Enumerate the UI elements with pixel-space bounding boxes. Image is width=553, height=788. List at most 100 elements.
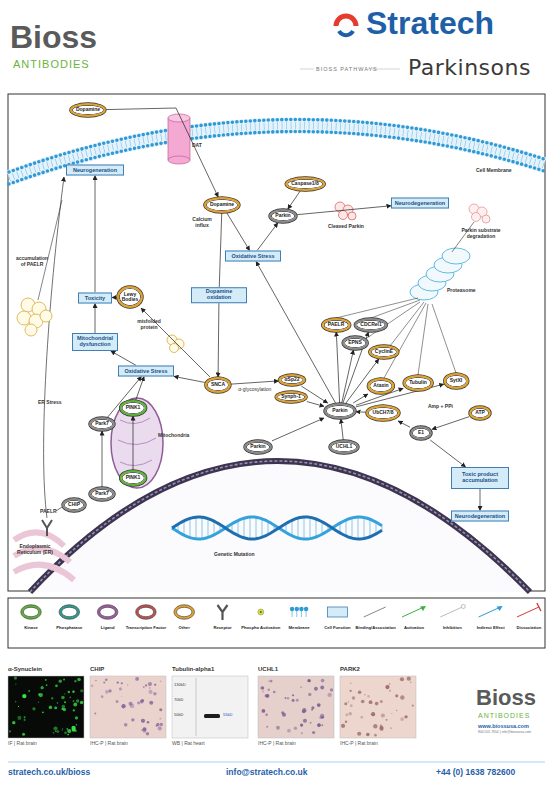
photo-speck: [53, 732, 55, 734]
photo-speck: [311, 706, 314, 709]
dna-rung: [267, 521, 268, 534]
decor-shape: [442, 248, 470, 264]
annotation-label: 130kD: [174, 683, 186, 687]
membrane-band: [9, 126, 544, 178]
pathway-arrow: [480, 489, 481, 511]
photo-speck: [364, 694, 365, 695]
decor-shape: [461, 605, 465, 609]
decor-shape: [218, 605, 228, 620]
decor-shape: [138, 607, 153, 616]
photo-speck: [158, 726, 162, 730]
photo-speck: [63, 678, 65, 680]
node-label: CDCRel1: [360, 322, 381, 327]
photo-speck: [135, 677, 139, 681]
protein-node: UCHL1: [329, 440, 359, 454]
annotation-label: Mitochondria: [158, 433, 189, 439]
photo-speck: [18, 706, 19, 707]
photo-speck: [28, 690, 30, 692]
photo-speck: [140, 700, 144, 704]
legend-label: Dissociation: [508, 626, 550, 631]
misfolded-protein: [167, 335, 184, 353]
photo-speck: [154, 684, 156, 686]
photo-speck: [327, 693, 331, 697]
annotation-label: stratech.co.uk/bioss: [8, 768, 90, 777]
photo-speck: [121, 682, 123, 684]
pathway-arrow: [398, 421, 410, 427]
photo-speck: [390, 727, 392, 729]
annotation-label: accumulation of PAELR: [14, 256, 50, 267]
annotation-label: Genetic Mutation: [214, 552, 255, 558]
degraded-substrate: [469, 204, 490, 223]
photo-speck: [121, 704, 125, 708]
photo-panel: [258, 676, 334, 738]
photo-speck: [317, 703, 321, 707]
node-label: Neurodegeneration: [455, 513, 505, 519]
node-label: Mitochondrial dysfunction: [75, 336, 115, 348]
node-label: Ataxin: [373, 383, 388, 388]
photo-speck: [156, 725, 158, 727]
legend-label: Transcription Factor: [125, 626, 167, 631]
mitochondrion-cristae: [118, 418, 156, 466]
photo-speck: [270, 680, 273, 683]
node-label: CyclinE: [375, 349, 393, 354]
protein-node: UbCH7/8: [366, 405, 400, 421]
decor-shape: [60, 606, 78, 618]
decor-shape: [497, 606, 503, 611]
photo-speck: [42, 712, 44, 714]
pathway-arrow: [111, 351, 137, 366]
annotation-label: Tubulin-alpha1: [172, 666, 214, 673]
legend-sample: [59, 605, 80, 620]
cell-function-box: Mitochondrial dysfunction: [72, 333, 118, 351]
photo-speck: [59, 679, 62, 682]
photo-speck: [400, 695, 404, 699]
photo-speck: [357, 732, 361, 736]
receptor-symbol: [42, 520, 52, 536]
photo-speck: [74, 680, 76, 682]
photo-speck: [304, 710, 307, 713]
dna-rung: [381, 526, 382, 531]
annotation-label: 50kD: [174, 713, 183, 717]
photo-speck: [149, 687, 150, 688]
pathway-arrow: [288, 191, 300, 209]
protein-node: PAELR: [322, 318, 351, 332]
photo-speck: [141, 699, 144, 702]
pathway-arrow: [227, 213, 250, 251]
pathway-arrow: [336, 332, 339, 403]
node-label: Dopamine: [210, 202, 234, 207]
photo-speck: [407, 677, 411, 681]
annotation-label: DAT: [192, 143, 202, 149]
photo-speck: [55, 684, 58, 687]
legend-sample: [97, 605, 118, 620]
dna-strand: [172, 517, 382, 539]
annotation-label: 55kD: [223, 713, 232, 717]
cell-function-box: Neurodegeneration: [391, 198, 449, 209]
protein-node: SytXI: [444, 373, 469, 389]
annotation-label: Bioss: [476, 686, 536, 710]
annotation-label: 800.501.7654 | info@biossusa.com: [478, 731, 531, 735]
photo-speck: [160, 723, 163, 726]
pathway-arrow: [341, 419, 343, 440]
photo-speck: [12, 721, 15, 724]
decor-shape: [292, 611, 293, 617]
node-label: Parkin: [275, 213, 290, 218]
photo-speck: [389, 690, 391, 692]
legend-sample: [21, 605, 42, 620]
photo-speck: [49, 706, 52, 709]
photo-speck: [352, 696, 355, 699]
decor-shape: [420, 606, 426, 611]
photo-speck: [374, 734, 377, 737]
pathway-arrow: [95, 176, 96, 293]
nuclear-pores: [30, 461, 530, 592]
photo-speck: [287, 729, 291, 733]
pathway-arrow: [102, 431, 103, 487]
photo-panel: [172, 676, 248, 738]
legend-samples: [21, 603, 541, 620]
photo-speck: [358, 690, 361, 693]
cleaved-parkin: [335, 202, 356, 220]
photo-speck: [307, 679, 310, 682]
photo-speck: [108, 689, 111, 692]
decor-shape: [100, 607, 115, 616]
node-label: Oxidative Stress: [124, 368, 167, 374]
photo-speck: [73, 700, 75, 702]
photo-speck: [350, 704, 353, 707]
